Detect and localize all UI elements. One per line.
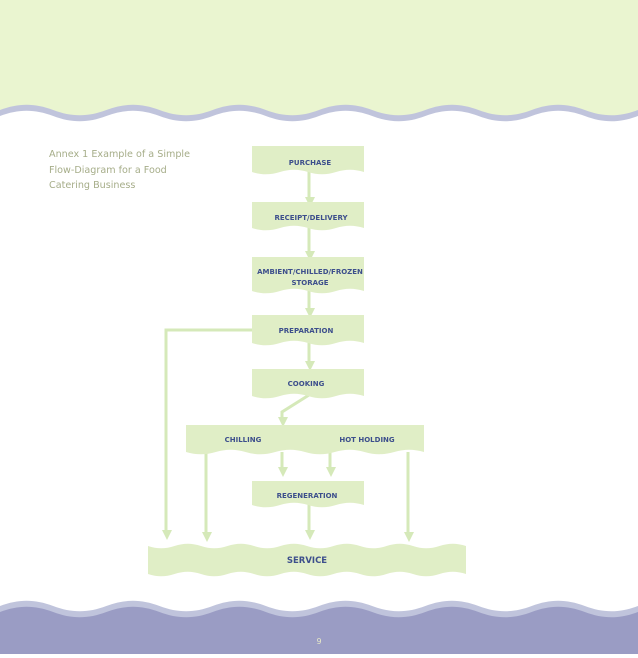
header-band <box>0 0 638 116</box>
purchase-box <box>252 146 364 175</box>
cooking-box <box>252 369 364 399</box>
receipt-delivery-label: RECEIPT/DELIVERY <box>274 214 348 222</box>
page-number: 9 <box>316 637 322 646</box>
footer-band <box>0 606 638 654</box>
storage-label-line1: AMBIENT/CHILLED/FROZEN <box>257 268 363 276</box>
hot-holding-label: HOT HOLDING <box>339 436 395 444</box>
receipt-delivery-box <box>252 202 364 231</box>
preparation-label: PREPARATION <box>279 327 334 335</box>
cooking-label: COOKING <box>288 380 325 388</box>
preparation-box <box>252 315 364 346</box>
arrow-preparation-service <box>162 328 252 540</box>
arrow-cooking-chilling <box>278 393 310 427</box>
service-label: SERVICE <box>287 556 327 566</box>
figure-caption: Annex 1 Example of a Simple Flow-Diagram… <box>49 149 190 191</box>
storage-box <box>252 257 364 294</box>
connectors <box>162 171 414 542</box>
chilling-label: CHILLING <box>225 436 262 444</box>
service-box <box>148 543 466 577</box>
storage-label-line2: STORAGE <box>291 279 328 287</box>
regeneration-label: REGENERATION <box>277 492 338 500</box>
purchase-label: PURCHASE <box>289 159 332 167</box>
chilling-hot-holding-box <box>186 425 424 455</box>
regeneration-box <box>252 481 364 508</box>
